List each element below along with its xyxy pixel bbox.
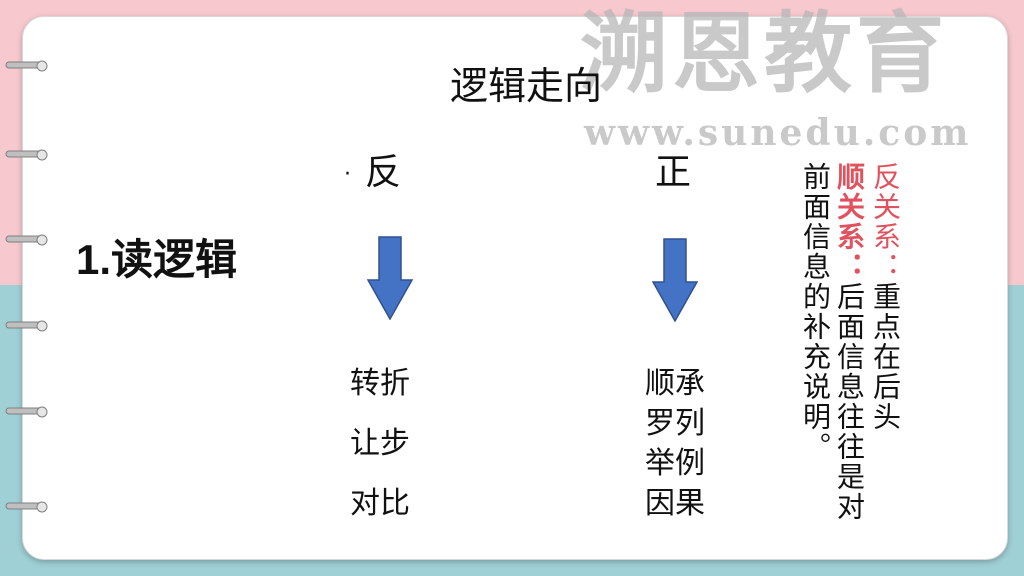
list-item: 让步 (350, 426, 410, 461)
note-text: 重点在后头 (869, 282, 902, 432)
list-item: 转折 (350, 366, 410, 401)
list-item: 罗列 (645, 406, 705, 441)
slide-card (22, 16, 1008, 560)
note-column-3: 前面信息的补充说明。 (798, 162, 832, 462)
note-label-reverse: 反关系： (869, 162, 902, 282)
note-text: 后面信息往往是对 (833, 282, 866, 522)
right-heading: 正 (655, 152, 692, 193)
list-item: 因果 (645, 486, 705, 521)
binder-ring-icon (4, 233, 48, 247)
note-column-1: 反关系：重点在后头 (868, 162, 902, 432)
list-item: 对比 (350, 486, 410, 521)
note-label-forward: 顺关系： (833, 162, 866, 282)
list-item: 举例 (645, 446, 705, 481)
right-items: 顺承 罗列 举例 因果 (645, 364, 705, 524)
section-label: 1.读逻辑 (76, 236, 238, 283)
binder-ring-icon (4, 148, 48, 162)
down-arrow-icon (652, 238, 698, 322)
bullet-dot: · (344, 161, 351, 187)
binder-ring-icon (4, 59, 48, 73)
slide-title: 逻辑走向 (450, 64, 603, 108)
note-text: 前面信息的补充说明。 (799, 162, 832, 462)
left-heading-text: 反 (365, 152, 402, 193)
left-items: 转折 让步 对比 (350, 364, 410, 524)
binder-ring-icon (4, 500, 48, 514)
binder-ring-icon (4, 319, 48, 333)
binder-ring-icon (4, 405, 48, 419)
note-column-2: 顺关系：后面信息往往是对 (832, 162, 866, 522)
list-item: 顺承 (645, 366, 705, 401)
down-arrow-icon (367, 236, 413, 320)
left-heading: ·反 (344, 143, 401, 195)
